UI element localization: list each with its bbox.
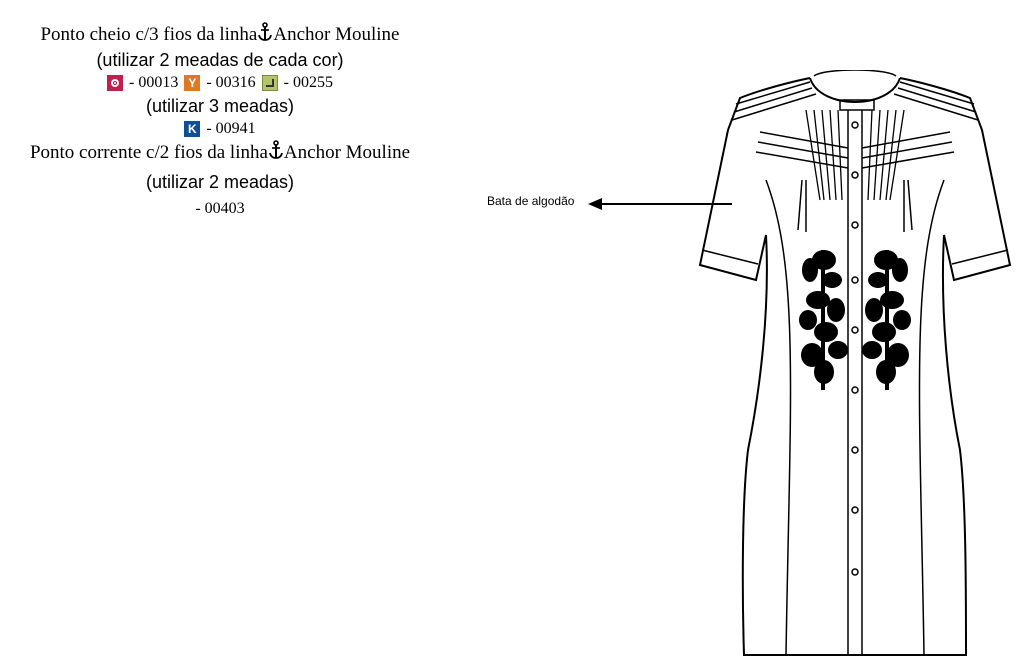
embroidery-motif-left	[799, 250, 848, 390]
color-codes-row-2: K - 00941	[0, 118, 440, 140]
stitch-2-text: Ponto corrente c/2 fios da linha	[29, 142, 268, 163]
anchor-icon	[269, 140, 283, 159]
stitch-line-1: Ponto cheio c/3 fios da linha Anchor Moul…	[0, 22, 440, 48]
arrow-left-icon	[588, 198, 732, 210]
anchor-icon	[258, 22, 273, 41]
letter-k-icon: K	[184, 121, 201, 137]
skein-note-2: (utilizar 3 meadas)	[145, 96, 295, 116]
color-code-00013: - 00013	[129, 74, 179, 91]
stitch-1-text: Ponto cheio c/3 fios da linha	[40, 24, 258, 45]
color-code-00316: - 00316	[206, 74, 256, 91]
garment-label: Bata de algodão	[487, 194, 575, 208]
letter-y-icon: Y	[184, 75, 201, 91]
color-codes-row-1: - 00013 Y - 00316 - 00255	[0, 72, 440, 94]
stitch-line-2: Ponto corrente c/2 fios da linha Anchor M…	[0, 140, 440, 166]
brand-1-text: Anchor Mouline	[273, 24, 400, 45]
embroidery-motif-right	[862, 250, 911, 390]
brand-2-text: Anchor Mouline	[283, 142, 411, 163]
color-code-00255: - 00255	[283, 74, 333, 91]
color-code-00941: - 00941	[206, 120, 256, 137]
corner-bracket-icon	[261, 75, 278, 91]
dress-illustration	[698, 70, 1012, 656]
skein-note-1: (utilizar 2 meadas de cada cor)	[96, 50, 344, 70]
color-code-00403: - 00403	[195, 200, 245, 217]
skein-note-3: (utilizar 2 meadas)	[145, 172, 295, 192]
circle-dot-icon	[107, 75, 123, 91]
